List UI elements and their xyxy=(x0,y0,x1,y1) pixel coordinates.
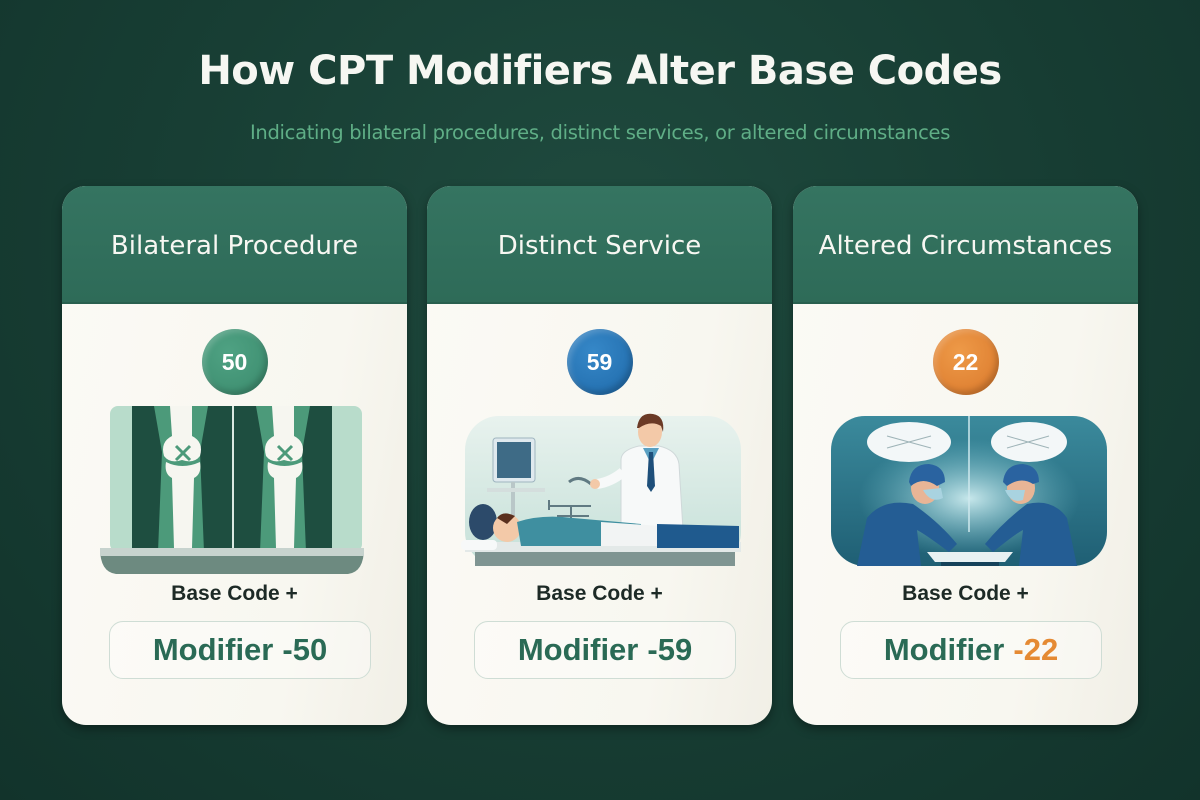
modifier-code: -22 xyxy=(1013,632,1059,667)
modifier-badge: 59 xyxy=(566,329,633,395)
modifier-box: Modifier -22 xyxy=(840,621,1102,679)
card-bilateral-procedure: Bilateral Procedure 50 Base Code + Modif… xyxy=(62,186,407,725)
card-title: Distinct Service xyxy=(497,231,702,261)
base-code-label: Base Code + xyxy=(902,582,1029,605)
surgeons-operating-room-icon xyxy=(827,402,1107,578)
card-title: Bilateral Procedure xyxy=(110,231,359,261)
card-header: Bilateral Procedure xyxy=(62,186,407,304)
modifier-badge: 22 xyxy=(932,329,999,395)
modifier-code: -59 xyxy=(647,632,693,667)
card-header: Altered Circumstances xyxy=(793,186,1138,304)
card-header: Distinct Service xyxy=(427,186,772,304)
card-title: Altered Circumstances xyxy=(818,231,1113,261)
base-code-label: Base Code + xyxy=(536,582,663,605)
page-subtitle: Indicating bilateral procedures, distinc… xyxy=(249,121,951,144)
page-title: How CPT Modifiers Alter Base Codes xyxy=(198,48,1002,94)
modifier-word: Modifier xyxy=(152,632,274,667)
doctor-patient-exam-icon xyxy=(461,402,741,578)
modifier-word: Modifier xyxy=(883,632,1005,667)
card-distinct-service: Distinct Service 59 xyxy=(427,186,772,725)
modifier-box: Modifier -59 xyxy=(474,621,736,679)
card-altered-circumstances: Altered Circumstances 22 xyxy=(793,186,1138,725)
modifier-box: Modifier -50 xyxy=(109,621,371,679)
modifier-word: Modifier xyxy=(517,632,639,667)
modifier-badge: 50 xyxy=(201,329,268,395)
base-code-label: Base Code + xyxy=(171,582,298,605)
bilateral-knee-xray-icon xyxy=(96,402,376,578)
modifier-code: -50 xyxy=(282,632,328,667)
